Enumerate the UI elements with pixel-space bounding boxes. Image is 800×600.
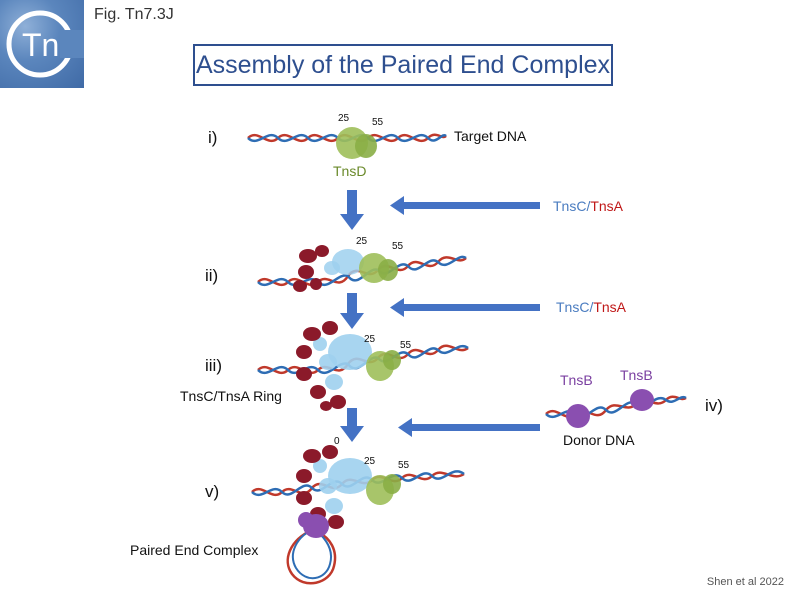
left-arrow-2 <box>390 298 540 317</box>
position-25-v: 25 <box>364 456 376 467</box>
position-55-v: 55 <box>398 460 410 471</box>
down-arrow-3 <box>340 408 364 442</box>
tnsb-protein-iv <box>566 389 654 428</box>
down-arrow-1 <box>340 190 364 230</box>
tnsb-protein-v <box>298 512 329 538</box>
donor-dna-label: Donor DNA <box>563 432 635 448</box>
target-dna-label: Target DNA <box>454 128 527 144</box>
step-iv-label: iv) <box>705 396 723 415</box>
tnsc-ring-v <box>313 458 372 514</box>
slash-text: / <box>586 198 591 214</box>
tnsb-label-1: TnsB <box>560 372 593 388</box>
tnsa-text: TnsA <box>593 299 627 315</box>
left-arrow-3 <box>398 418 540 437</box>
position-55-ii: 55 <box>392 241 404 252</box>
tnsd-protein-i <box>336 127 377 159</box>
tnsd-label: TnsD <box>333 163 367 179</box>
step-ii-label: ii) <box>205 266 219 285</box>
tnsc-text: TnsC <box>553 198 587 214</box>
tnsc-ring-ii <box>324 249 364 275</box>
page-title: Assembly of the Paired End Complex <box>195 50 611 79</box>
position-25-ii: 25 <box>356 236 368 247</box>
ring-label: TnsC/TnsA Ring <box>180 388 282 404</box>
step-v-label: v) <box>205 482 220 501</box>
tnsa-text: TnsA <box>590 198 624 214</box>
tnsc-tnsa-label-1: TnsC/TnsA <box>553 198 623 214</box>
tnsa-ii <box>293 245 329 292</box>
tnsa-v <box>296 445 344 529</box>
tnsd-protein-v <box>366 474 401 505</box>
donor-loop-v <box>286 527 337 585</box>
paired-end-complex-label: Paired End Complex <box>130 542 259 558</box>
down-arrow-2 <box>340 293 364 329</box>
position-25-i: 25 <box>338 113 350 124</box>
figure-label: Fig. Tn7.3J <box>94 6 174 23</box>
step-iii-label: iii) <box>205 356 222 375</box>
tnsc-text: TnsC <box>556 299 590 315</box>
tnsa-iii <box>296 321 346 411</box>
tnsb-label-2: TnsB <box>620 367 653 383</box>
position-55-i: 55 <box>372 117 384 128</box>
step-i-label: i) <box>208 128 218 147</box>
tnsd-protein-iii <box>366 350 401 381</box>
logo-graphic: Tn <box>6 10 84 78</box>
position-25-iii: 25 <box>364 334 376 345</box>
citation: Shen et al 2022 <box>706 576 784 588</box>
logo-text: Tn <box>22 27 59 63</box>
position-55-iii: 55 <box>400 340 412 351</box>
tnsc-ring-iii <box>313 334 372 390</box>
left-arrow-1 <box>390 196 540 215</box>
slash-text: / <box>589 299 594 315</box>
tnsc-tnsa-label-2: TnsC/TnsA <box>556 299 626 315</box>
position-0-v: 0 <box>334 436 340 447</box>
title-box: Assembly of the Paired End Complex <box>193 44 613 86</box>
tnsd-protein-ii <box>359 253 398 283</box>
tn-logo: Tn <box>0 0 84 88</box>
